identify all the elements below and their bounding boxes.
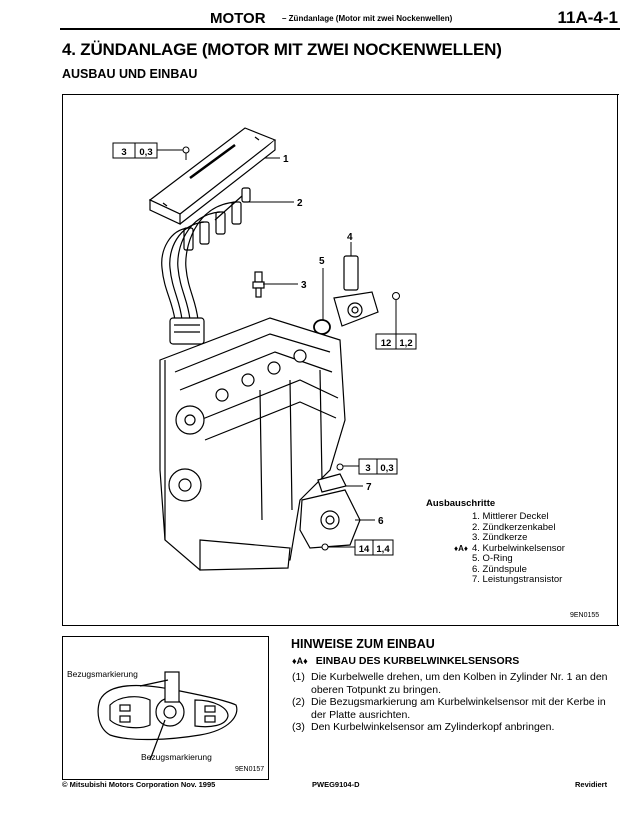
bolt-icon — [392, 292, 400, 300]
list-item: ♦A♦4. Kurbelwinkelsensor — [454, 542, 565, 554]
svg-text:0,3: 0,3 — [380, 463, 393, 474]
callout-2: 2 — [297, 198, 303, 209]
removal-steps-title: Ausbauschritte — [426, 498, 496, 509]
screw-icon — [182, 146, 190, 160]
list-item: 5. O-Ring — [472, 553, 513, 564]
svg-text:1,2: 1,2 — [399, 338, 412, 349]
svg-text:14: 14 — [359, 544, 370, 555]
torque-box: 14 1,4 — [354, 539, 394, 556]
crank-angle-sensor-drawing — [333, 255, 379, 327]
inset-figure: Bezugsmarkierung Bezugsmarkierung 9EN015… — [62, 636, 269, 780]
list-item: (1)Die Kurbelwelle drehen, um den Kolben… — [292, 671, 608, 696]
list-item: (2)Die Bezugsmarkierung am Kurbelwinkels… — [292, 696, 606, 721]
callout-6: 6 — [378, 516, 384, 527]
page-header: MOTOR – Zündanlage (Motor mit zwei Nocke… — [60, 8, 620, 30]
diagram-frame — [62, 94, 619, 626]
list-item: 3. Zündkerze — [472, 532, 528, 543]
list-item: 1. Mittlerer Deckel — [472, 511, 549, 522]
callout-4: 4 — [347, 232, 353, 243]
inset-sensor-drawing — [97, 671, 238, 761]
spark-plug-cables-drawing — [161, 187, 251, 345]
svg-text:12: 12 — [381, 338, 392, 349]
leader-lines — [157, 149, 397, 548]
footer-copyright: © Mitsubishi Motors Corporation Nov. 199… — [62, 780, 216, 789]
reference-mark-label-bottom: Bezugsmarkierung — [141, 752, 212, 762]
torque-box: 12 1,2 — [375, 333, 417, 350]
header-subtitle: – Zündanlage (Motor mit zwei Nockenwelle… — [282, 14, 453, 23]
notes-list: (1)Die Kurbelwelle drehen, um den Kolben… — [292, 671, 612, 734]
list-item: (3)Den Kurbelwinkelsensor am Zylinderkop… — [292, 721, 555, 733]
marker-icon: ♦A♦ — [292, 656, 308, 666]
notes-title: HINWEISE ZUM EINBAU — [291, 637, 435, 651]
torque-box: 3 0,3 — [112, 142, 158, 159]
ignition-coil-drawing — [299, 489, 361, 549]
inset-code: 9EN0157 — [235, 766, 265, 773]
list-item: 6. Zündspule — [472, 563, 527, 575]
header-section: MOTOR — [210, 10, 266, 27]
callout-3: 3 — [301, 280, 307, 291]
svg-text:3: 3 — [121, 147, 126, 158]
frame-right-border — [617, 94, 618, 625]
list-item: 7. Leistungstransistor — [472, 574, 563, 585]
diagram-code: 9EN0155 — [570, 612, 600, 619]
reference-mark-label-top: Bezugsmarkierung — [67, 669, 138, 679]
engine-block-drawing — [159, 317, 346, 571]
list-item: 2. Zündkerzenkabel — [472, 521, 556, 533]
callout-1: 1 — [283, 154, 289, 165]
svg-text:1,4: 1,4 — [376, 544, 390, 555]
page-subtitle: AUSBAU UND EINBAU — [62, 67, 198, 81]
removal-steps-list: 1. Mittlerer Deckel 2. Zündkerzenkabel 3… — [440, 511, 565, 586]
svg-text:3: 3 — [365, 463, 370, 474]
notes-subtitle: ♦A♦EINBAU DES KURBELWINKELSENSORS — [292, 655, 520, 667]
callout-5: 5 — [319, 256, 325, 267]
footer-code: PWEG9104-D — [312, 780, 360, 789]
svg-text:0,3: 0,3 — [139, 147, 152, 158]
torque-box: 3 0,3 — [358, 458, 398, 475]
footer-status: Revidiert — [575, 780, 608, 789]
middle-cover-drawing — [148, 127, 277, 225]
spark-plug-drawing — [252, 271, 265, 298]
callout-7: 7 — [366, 482, 372, 493]
screw-icon — [321, 463, 344, 551]
o-ring-drawing — [313, 319, 331, 335]
page-title: 4. ZÜNDANLAGE (MOTOR MIT ZWEI NOCKENWELL… — [62, 40, 502, 59]
header-page-number: 11A-4-1 — [557, 8, 618, 27]
